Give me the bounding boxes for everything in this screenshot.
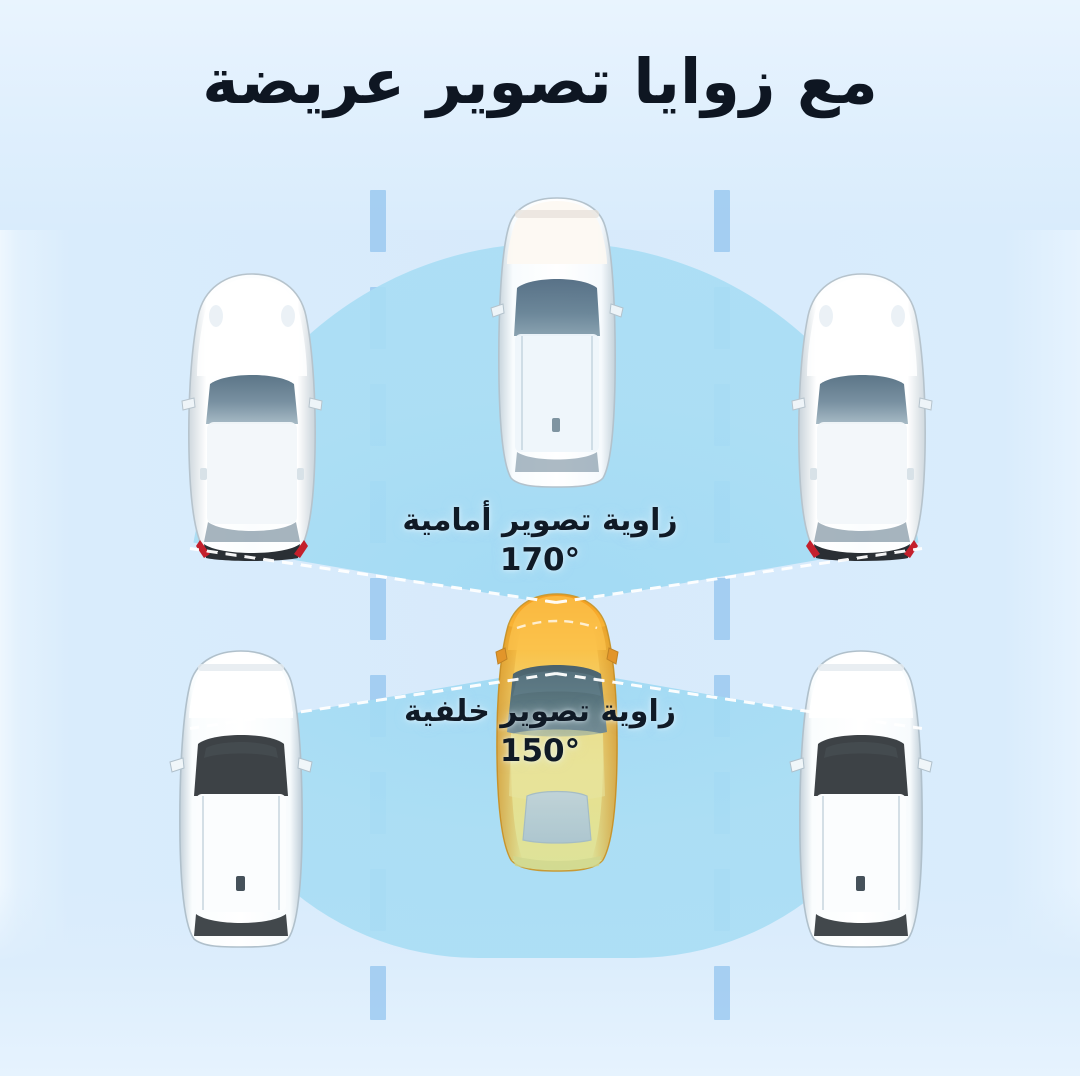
- car-top-right: [786, 272, 938, 562]
- front-angle-label: زاوية تصوير أمامية 170°: [0, 503, 1080, 578]
- front-angle-text: زاوية تصوير أمامية: [402, 503, 678, 538]
- rear-angle-label: زاوية تصوير خلفية 150°: [0, 694, 1080, 769]
- page-title: مع زوايا تصوير عريضة: [202, 45, 879, 118]
- rear-angle-value: 150°: [499, 733, 581, 769]
- lane-dash: [370, 190, 386, 252]
- car-top-center: [487, 196, 627, 488]
- car-bottom-left: [166, 648, 316, 948]
- lane-dash: [714, 966, 730, 1020]
- lane-dash: [714, 578, 730, 640]
- lane-dash: [714, 190, 730, 252]
- front-angle-value: 170°: [499, 542, 581, 578]
- rear-angle-text: زاوية تصوير خلفية: [403, 694, 676, 729]
- car-top-left: [176, 272, 328, 562]
- lane-dash: [370, 966, 386, 1020]
- lane-dash: [370, 578, 386, 640]
- background-top-fade: [0, 0, 1080, 230]
- car-bottom-right: [786, 648, 936, 948]
